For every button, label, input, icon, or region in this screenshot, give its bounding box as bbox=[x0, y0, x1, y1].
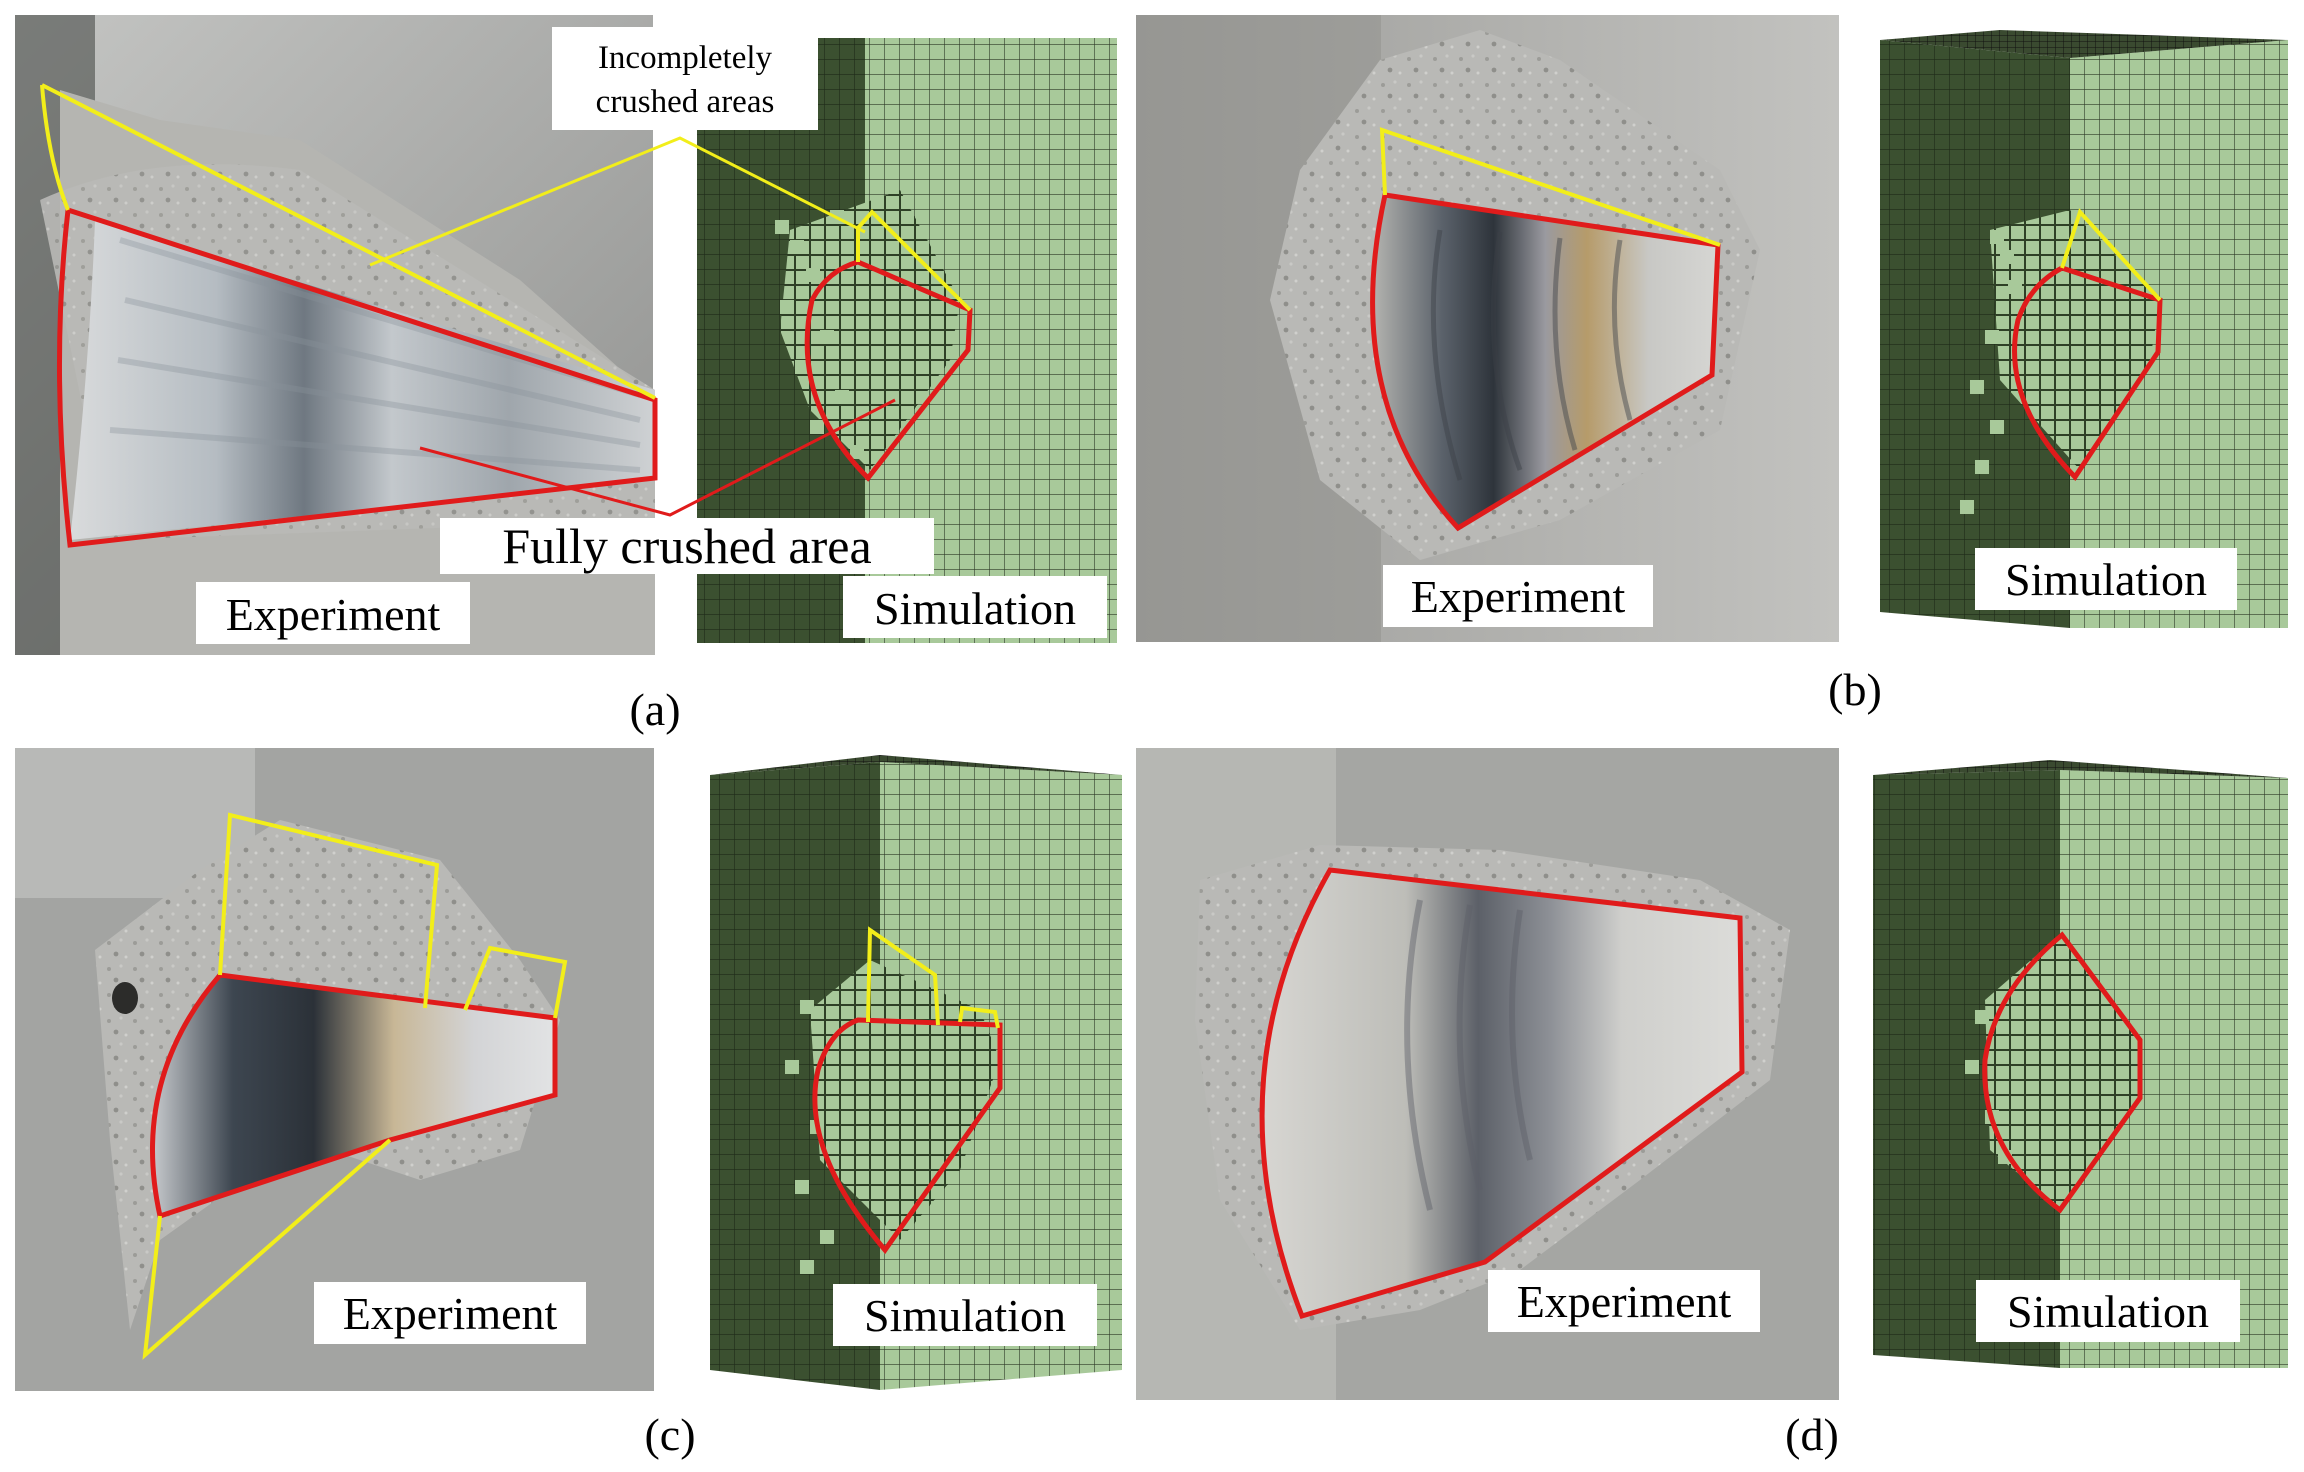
panel-c-simulation-tag: Simulation bbox=[833, 1284, 1097, 1346]
incomplete-annotation-line1: Incompletely bbox=[598, 40, 773, 76]
panel-a-label: (a) bbox=[629, 684, 680, 735]
panel-d-simulation-tag: Simulation bbox=[1976, 1280, 2240, 1342]
panel-c-label: (c) bbox=[644, 1409, 695, 1460]
panel-a: Incompletely crushed areas Fully crushed… bbox=[15, 15, 1117, 735]
panel-a-sim-fully-crushed-outline bbox=[804, 259, 973, 482]
panel-c-sim-fully-crushed-outline bbox=[812, 1017, 1003, 1255]
panel-a-sim-incomplete-outline bbox=[856, 209, 972, 312]
panel-b-experiment-label: Experiment bbox=[1411, 571, 1626, 622]
panel-b: Experiment Simulation (b) bbox=[1136, 15, 2288, 715]
panel-b-sim-fully-crushed-outline bbox=[2012, 265, 2163, 481]
panel-d: Experiment Simulation (d) bbox=[1136, 748, 2288, 1460]
panel-a-simulation-tag: Simulation bbox=[843, 576, 1107, 638]
panel-a-simulation-label: Simulation bbox=[874, 583, 1076, 634]
panel-d-sim-fully-crushed-outline bbox=[1982, 931, 2143, 1214]
panel-c-experiment-tag: Experiment bbox=[314, 1282, 586, 1344]
panel-a-experiment-label: Experiment bbox=[226, 589, 441, 640]
panel-a-fully-crushed-leader bbox=[419, 398, 896, 517]
fully-crushed-annotation: Fully crushed area bbox=[502, 518, 871, 574]
panel-b-sim-incomplete-outline bbox=[2060, 208, 2162, 302]
panel-a-exp-fully-crushed-outline bbox=[56, 206, 658, 548]
panel-b-simulation-tag: Simulation bbox=[1975, 548, 2237, 610]
panel-a-exp-incomplete-outline bbox=[40, 83, 656, 400]
panel-d-exp-fully-crushed-outline bbox=[1259, 867, 1745, 1320]
panel-c-experiment-label: Experiment bbox=[343, 1288, 558, 1339]
panel-c: Experiment Simulation (c) bbox=[15, 748, 1122, 1460]
panel-c-sim-incomplete-outline bbox=[866, 926, 1000, 1029]
panel-b-simulation-mesh bbox=[1880, 30, 2288, 628]
panel-a-incomplete-leader bbox=[369, 136, 866, 267]
panel-c-simulation-label: Simulation bbox=[864, 1290, 1066, 1341]
fully-crushed-annotation-box: Fully crushed area bbox=[440, 518, 934, 574]
panel-b-label: (b) bbox=[1828, 664, 1882, 715]
panel-b-simulation-label: Simulation bbox=[2005, 554, 2207, 605]
panel-d-experiment-tag: Experiment bbox=[1488, 1270, 1760, 1332]
panel-d-simulation-label: Simulation bbox=[2007, 1286, 2209, 1337]
panel-d-experiment-label: Experiment bbox=[1517, 1276, 1732, 1327]
panel-c-exp-fully-crushed-outline bbox=[150, 972, 558, 1220]
panel-d-simulation-mesh bbox=[1873, 760, 2288, 1368]
panel-b-exp-incomplete-outline bbox=[1379, 127, 1721, 247]
panel-c-exp-incomplete-outline bbox=[142, 812, 568, 1360]
incomplete-annotation-line2: crushed areas bbox=[596, 84, 775, 120]
panel-a-experiment-photo bbox=[15, 15, 655, 655]
panel-a-experiment-tag: Experiment bbox=[196, 582, 470, 644]
panel-b-experiment-tag: Experiment bbox=[1383, 565, 1653, 627]
panel-d-label: (d) bbox=[1785, 1409, 1839, 1460]
panel-b-exp-fully-crushed-outline bbox=[1370, 192, 1721, 532]
incomplete-annotation-box: Incompletely crushed areas bbox=[552, 27, 818, 130]
panel-d-experiment-photo bbox=[1136, 748, 1839, 1400]
panel-b-experiment-photo bbox=[1136, 15, 1839, 642]
